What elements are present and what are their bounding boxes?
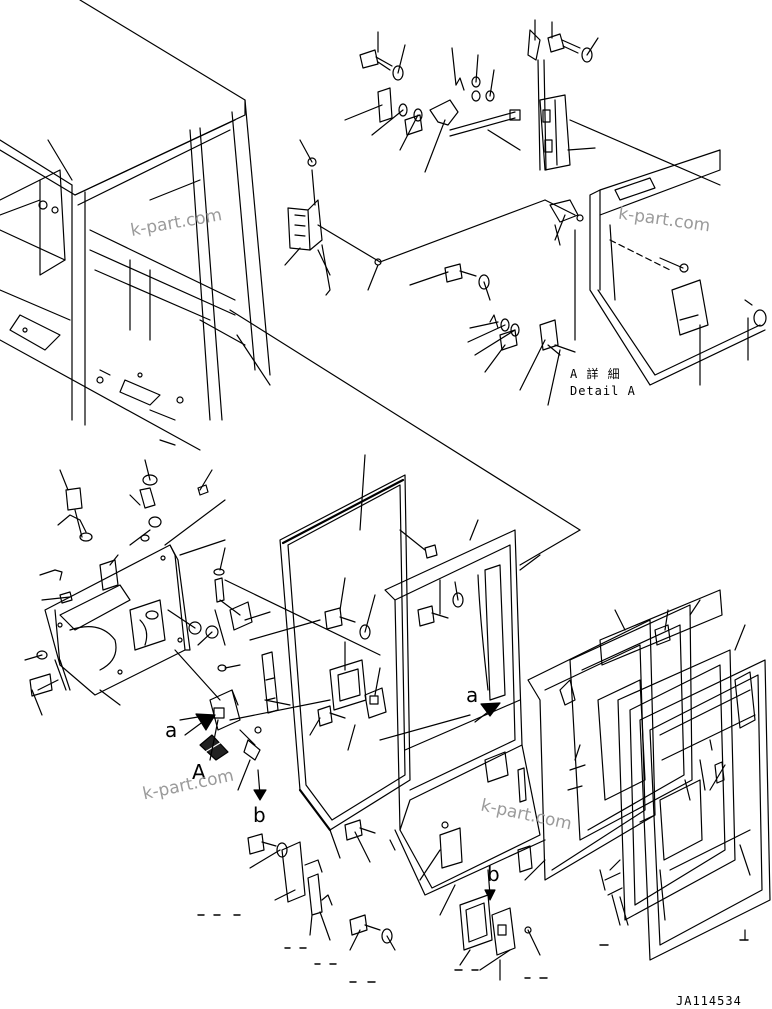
leader-lines bbox=[0, 19, 751, 981]
top-hinge-parts bbox=[359, 29, 593, 171]
drawing-number: JA114534 bbox=[676, 994, 742, 1008]
direction-arrows bbox=[184, 702, 501, 761]
assembly-guide-lines bbox=[164, 119, 721, 741]
detail-a-en: Detail A bbox=[570, 384, 636, 398]
door-latch-parts bbox=[247, 592, 464, 944]
callout-a-right: a bbox=[466, 683, 479, 707]
window-glass-layers bbox=[527, 589, 771, 961]
cab-structure bbox=[0, 0, 271, 451]
center-hinge-assembly bbox=[179, 568, 279, 801]
callout-b-left: b bbox=[253, 803, 266, 827]
latch-assembly bbox=[287, 157, 382, 296]
part-number-dashes bbox=[197, 914, 749, 983]
lower-handle-parts bbox=[459, 869, 532, 956]
detail-a-view bbox=[444, 149, 767, 386]
callout-a-left: a bbox=[165, 718, 178, 742]
door-panel bbox=[384, 529, 546, 896]
door-seal-frame bbox=[279, 474, 411, 832]
callout-A: A bbox=[192, 760, 206, 784]
detail-a-label: A 詳 細 Detail A bbox=[570, 366, 636, 400]
left-bracket-assembly bbox=[29, 474, 209, 697]
callout-b-bottom: b bbox=[487, 862, 500, 886]
detail-a-jp: A 詳 細 bbox=[570, 367, 621, 381]
